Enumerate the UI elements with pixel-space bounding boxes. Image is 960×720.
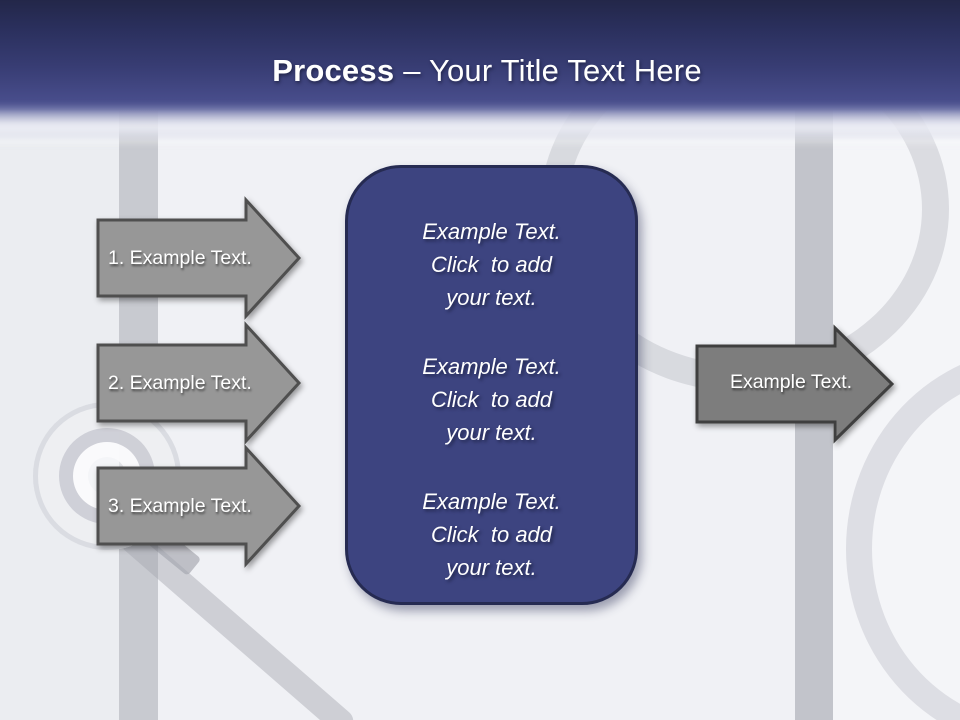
content-line: Example Text. bbox=[422, 354, 561, 379]
content-line: Click to add bbox=[430, 252, 553, 277]
output-arrow-shape bbox=[695, 324, 895, 444]
header-fade-glow bbox=[0, 103, 960, 147]
step-arrow-2-shape bbox=[96, 321, 302, 445]
step-arrow-1 bbox=[96, 196, 302, 320]
content-line: Click to add bbox=[430, 387, 553, 412]
content-line: your text. bbox=[446, 555, 537, 580]
content-block-1: Example Text. Click to add your text. bbox=[348, 215, 635, 314]
step-arrow-1-shape bbox=[96, 196, 302, 320]
content-block-3: Example Text. Click to add your text. bbox=[348, 485, 635, 584]
step-arrow-3 bbox=[96, 444, 302, 568]
output-arrow bbox=[695, 324, 895, 444]
title-emphasis: Process bbox=[272, 53, 395, 88]
content-line: Example Text. bbox=[422, 219, 561, 244]
step-label-1: 1. Example Text. bbox=[108, 247, 252, 269]
content-box-inner: Example Text. Click to add your text. Ex… bbox=[348, 168, 635, 584]
content-line: your text. bbox=[446, 285, 537, 310]
step-arrow-2 bbox=[96, 321, 302, 445]
output-arrow-label: Example Text. bbox=[729, 371, 853, 393]
step-label-2: 2. Example Text. bbox=[108, 372, 252, 394]
slide-title: Process– Your Title Text Here bbox=[0, 52, 960, 90]
content-line: Example Text. bbox=[422, 489, 561, 514]
step-arrow-3-shape bbox=[96, 444, 302, 568]
content-box: Example Text. Click to add your text. Ex… bbox=[345, 165, 638, 605]
content-block-2: Example Text. Click to add your text. bbox=[348, 350, 635, 449]
content-line: your text. bbox=[446, 420, 537, 445]
step-label-3: 3. Example Text. bbox=[108, 495, 252, 517]
title-remainder: – Your Title Text Here bbox=[403, 53, 702, 88]
content-line: Click to add bbox=[430, 522, 553, 547]
